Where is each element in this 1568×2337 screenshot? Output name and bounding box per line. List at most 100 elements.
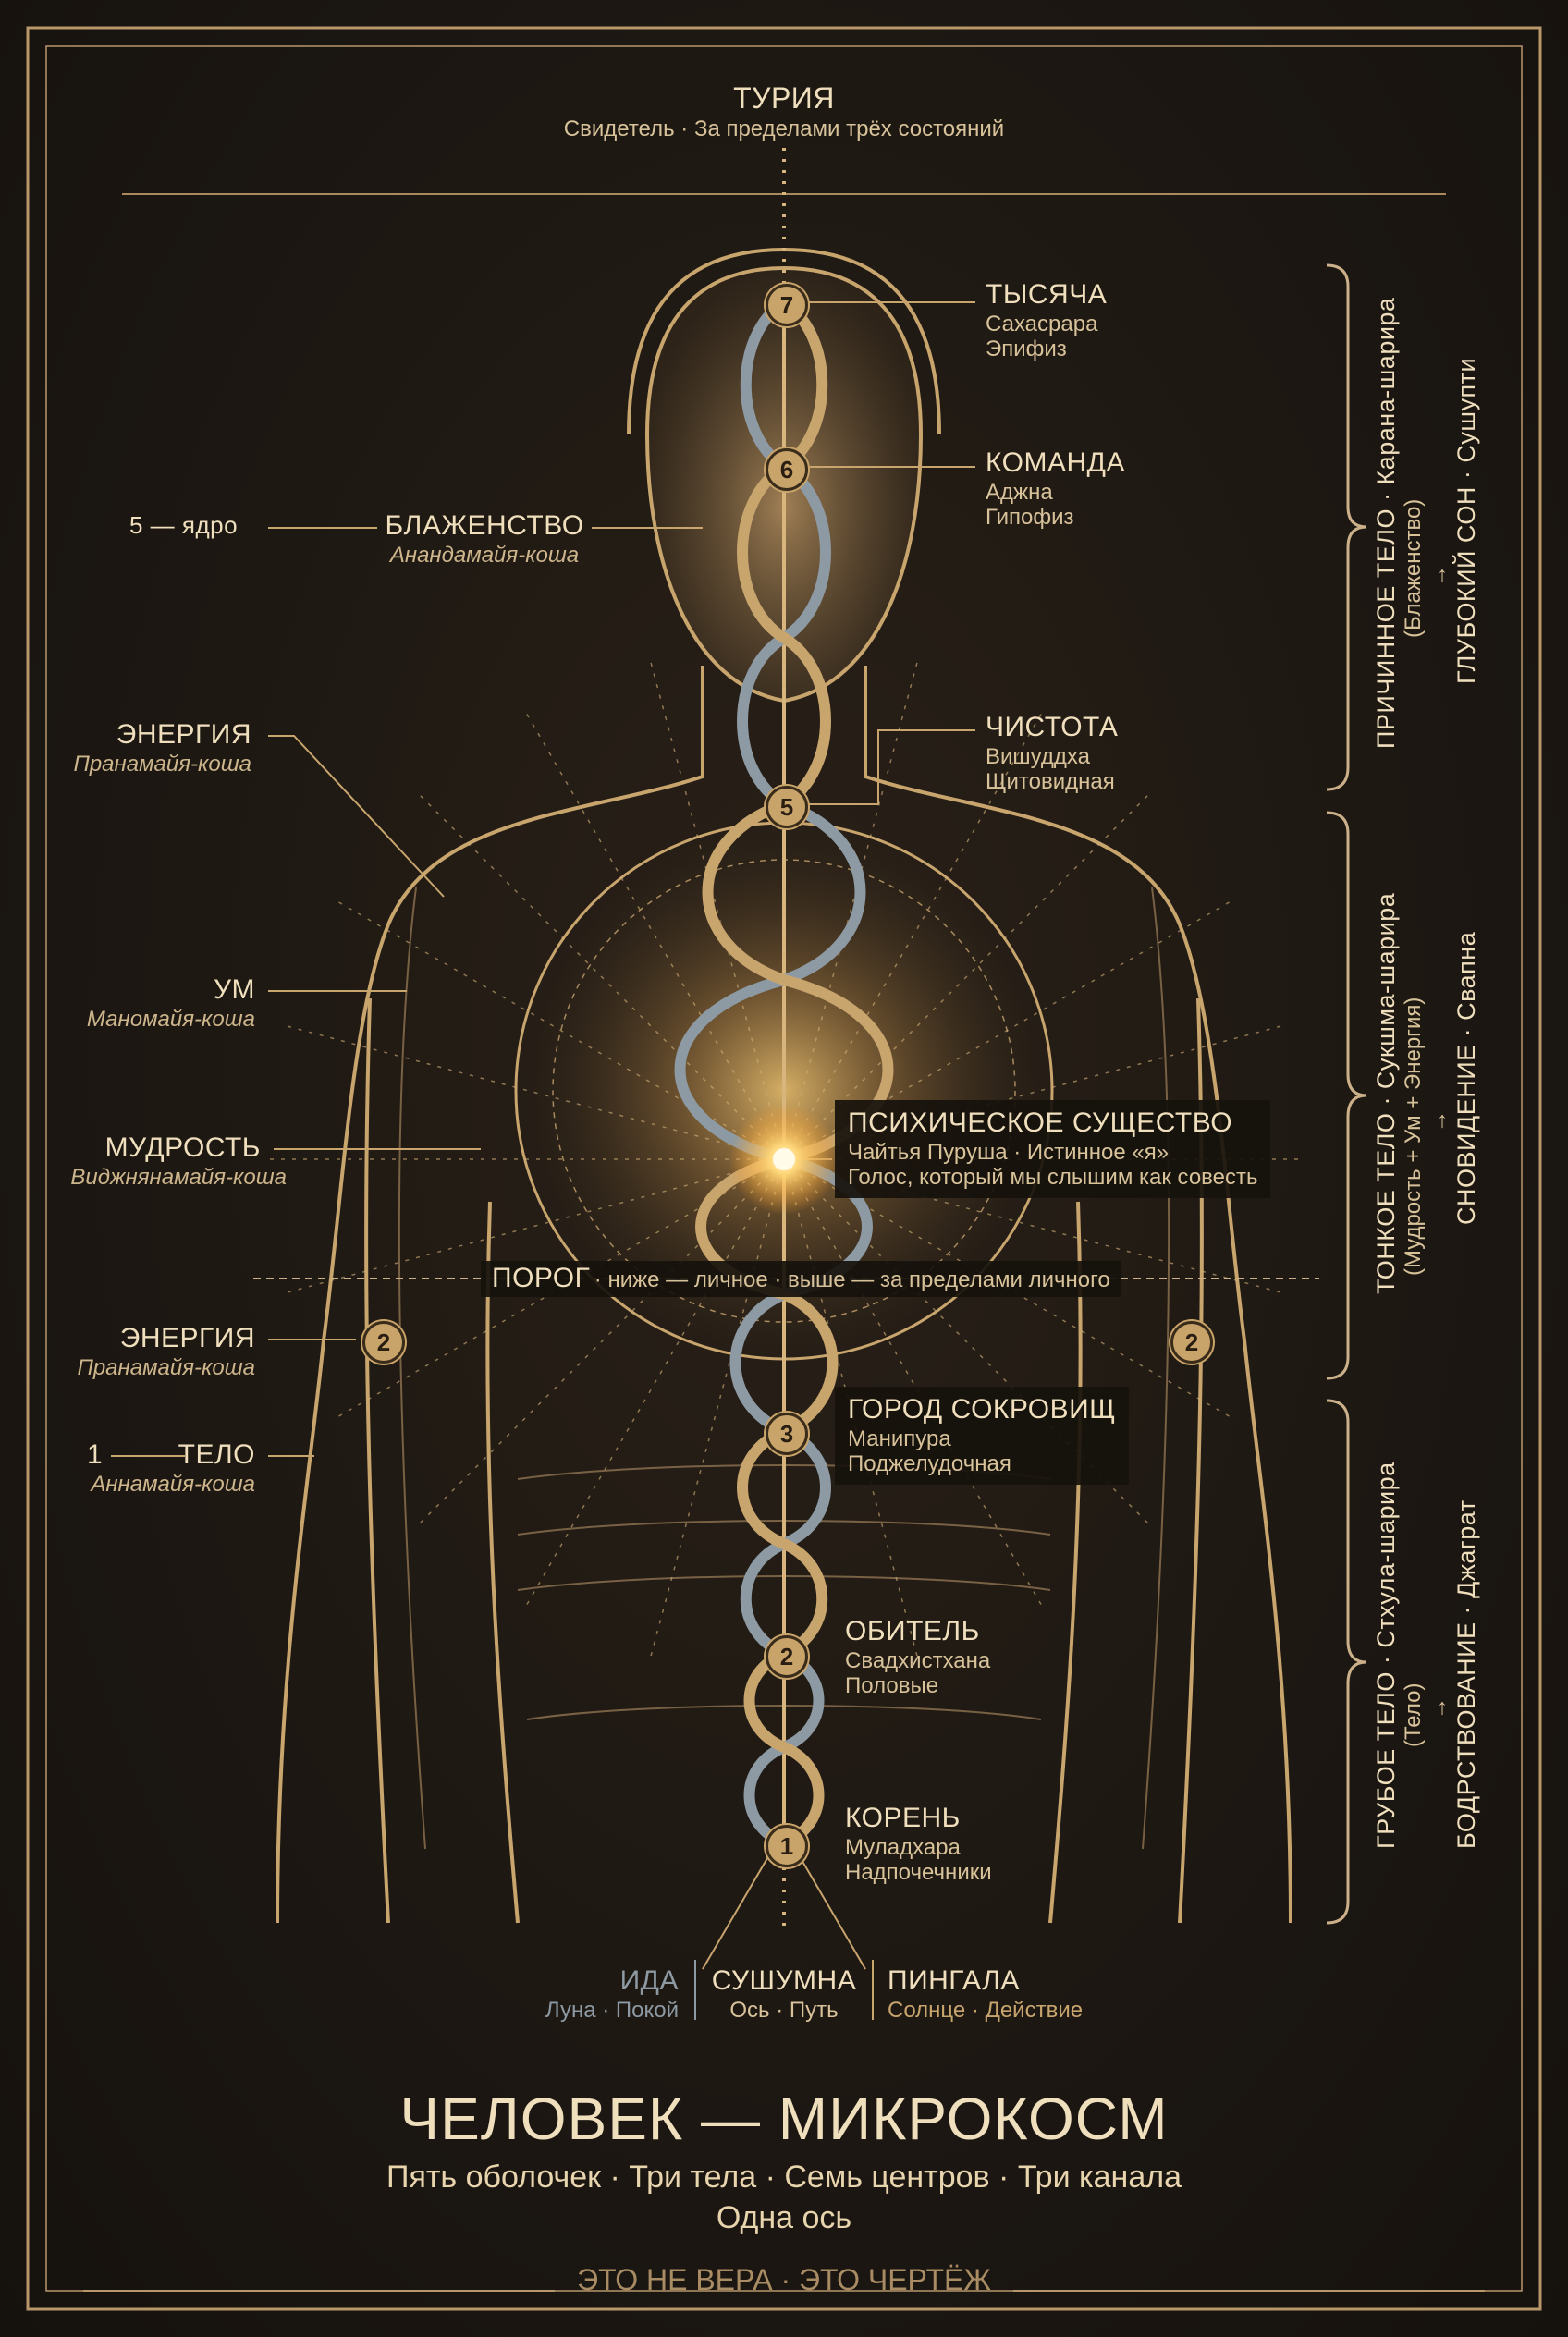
chakra-gland: Поджелудочная <box>848 1451 1011 1477</box>
sheath-title: УМ <box>213 974 255 1005</box>
energy-badge-left: 2 <box>362 1321 405 1364</box>
arrow-icon: → <box>1427 1110 1452 1132</box>
psychic-being-label: ПСИХИЧЕСКОЕ СУЩЕСТВО Чайтья Пуруша · Ист… <box>835 1100 1271 1198</box>
chakra-2-badge: 2 <box>766 1635 808 1678</box>
light-ray <box>783 710 1044 1160</box>
sheath-energy-upper: ЭНЕРГИЯ Пранамайя-коша <box>73 719 251 777</box>
chakra-6-badge: 6 <box>766 448 808 491</box>
channel-name: СУШУМНА <box>711 1965 857 1996</box>
sheath-sub: Пранамайя-коша <box>77 1354 255 1380</box>
arrow-icon: → <box>1427 1697 1452 1719</box>
light-ray <box>417 792 785 1160</box>
poster-subtitle: Пять оболочек · Три тела · Семь центров … <box>386 2160 1182 2195</box>
chakra-title: ЧИСТОТА <box>986 712 1119 742</box>
sheath-title: ТЕЛО <box>178 1439 255 1470</box>
body-state: ГЛУБОКИЙ СОН · Сушупти <box>1452 357 1480 684</box>
chakra-3-badge: 3 <box>766 1413 808 1455</box>
psychic-line2: Голос, который мы слышим как совесть <box>848 1165 1258 1191</box>
sheath-sub: Пранамайя-коша <box>73 751 251 777</box>
body-note: (Блаженство) <box>1401 498 1426 638</box>
sheath-bliss: БЛАЖЕНСТВО Анандамайя-коша <box>385 510 583 568</box>
channel-name: ИДА <box>619 1965 679 1996</box>
poster-title: ЧЕЛОВЕК — МИКРОКОСМ <box>399 2086 1169 2152</box>
light-ray <box>783 658 919 1160</box>
light-ray <box>783 899 1233 1160</box>
channel-ida: ИДА Луна · Покой <box>545 1965 679 2023</box>
channel-sub: Ось · Путь <box>729 1997 839 2023</box>
sheath-sub: Маномайя-коша <box>86 1006 255 1032</box>
chakra-title: ГОРОД СОКРОВИЩ <box>848 1394 1116 1425</box>
light-ray <box>649 1158 785 1660</box>
body-state: СНОВИДЕНИЕ · Свапна <box>1452 931 1480 1225</box>
body-title: ГРУБОЕ ТЕЛО · Стхула-шарира <box>1372 1462 1400 1849</box>
body-note: (Мудрость + Ум + Энергия) <box>1401 997 1426 1276</box>
chakra-title: ОБИТЕЛЬ <box>845 1616 980 1646</box>
chakra-gland: Щитовидная <box>986 769 1115 795</box>
chakra-title: КОРЕНЬ <box>845 1803 961 1833</box>
leader-lines <box>111 301 975 2020</box>
chakra-1-label: КОРЕНЬ Муладхара Надпочечники <box>845 1803 992 1886</box>
chakra-2-label: ОБИТЕЛЬ Свадхистхана Половые <box>845 1616 990 1699</box>
chakra-gland: Эпифиз <box>986 336 1067 362</box>
chakra-sanskrit: Вишуддха <box>986 743 1090 769</box>
channel-sushumna: СУШУМНА Ось · Путь <box>712 1965 856 2023</box>
causal-body-label: ПРИЧИННОЕ ТЕЛО · Карана-шарира (Блаженст… <box>1372 298 1481 749</box>
light-ray <box>524 710 785 1160</box>
light-ray <box>783 1158 1285 1294</box>
turiya-subtitle: Свидетель · За пределами трёх состояний <box>563 116 1005 141</box>
body-number: 1 <box>87 1439 104 1470</box>
turiya-title: ТУРИЯ <box>733 81 835 115</box>
sheath-title: ЭНЕРГИЯ <box>119 1323 255 1353</box>
sheath-sub: Виджнянамайя-коша <box>70 1164 287 1190</box>
light-ray <box>783 1158 1044 1609</box>
core-label: 5 — ядро <box>129 511 239 539</box>
chakra-title: КОМАНДА <box>986 447 1125 478</box>
chakra-gland: Половые <box>845 1673 939 1699</box>
channel-sub: Луна · Покой <box>545 1997 679 2023</box>
light-ray <box>783 1024 1285 1160</box>
sheath-wisdom: МУДРОСТЬ Виджнянамайя-коша <box>70 1132 287 1190</box>
subtle-body-label: ТОНКОЕ ТЕЛО · Сукшма-шарира (Мудрость + … <box>1372 893 1481 1294</box>
chakra-sanskrit: Муладхара <box>845 1834 961 1860</box>
psychic-title: ПСИХИЧЕСКОЕ СУЩЕСТВО <box>848 1107 1233 1138</box>
poster-motto: ЭТО НЕ ВЕРА · ЭТО ЧЕРТЁЖ <box>577 2263 991 2296</box>
chakra-7-label: ТЫСЯЧА Сахасрара Эпифиз <box>986 279 1107 362</box>
chakra-title: ТЫСЯЧА <box>986 279 1108 310</box>
channel-sub: Солнце · Действие <box>888 1997 1084 2023</box>
sheath-sub: Анандамайя-коша <box>389 542 580 568</box>
chakra-6-label: КОМАНДА Аджна Гипофиз <box>986 447 1125 531</box>
chakra-sanskrit: Манипура <box>848 1425 951 1451</box>
chakra-5-label: ЧИСТОТА Вишуддха Щитовидная <box>986 712 1118 795</box>
chakra-gland: Надпочечники <box>845 1860 992 1886</box>
body-note: (Тело) <box>1401 1682 1426 1747</box>
chakra-gland: Гипофиз <box>986 505 1074 531</box>
body-braces <box>1326 263 1367 1925</box>
channel-name: ПИНГАЛА <box>888 1965 1020 1996</box>
channel-pingala: ПИНГАЛА Солнце · Действие <box>888 1965 1083 2023</box>
poster-subtitle-2: Одна ось <box>716 2200 852 2235</box>
chakra-sanskrit: Аджна <box>986 479 1053 505</box>
light-ray <box>649 658 785 1160</box>
threshold-label: ПОРОГ · ниже — личное · выше — за предел… <box>481 1261 1121 1297</box>
sheath-mind: УМ Маномайя-коша <box>87 974 255 1032</box>
chakra-5-badge: 5 <box>766 786 808 828</box>
chakra-3-label: ГОРОД СОКРОВИЩ Манипура Поджелудочная <box>835 1387 1129 1485</box>
threshold-title: ПОРОГ <box>492 1263 591 1293</box>
sheath-title: ЭНЕРГИЯ <box>116 719 251 750</box>
chakra-7-badge: 7 <box>766 284 808 326</box>
body-title: ТОНКОЕ ТЕЛО · Сукшма-шарира <box>1372 892 1400 1294</box>
sheath-title: БЛАЖЕНСТВО <box>385 510 584 541</box>
energy-badge-right: 2 <box>1170 1321 1213 1364</box>
arrow-icon: → <box>1427 565 1452 587</box>
sheath-body: ТЕЛО Аннамайя-коша <box>91 1439 255 1497</box>
sheath-title: МУДРОСТЬ <box>104 1132 261 1163</box>
light-ray <box>283 1024 785 1160</box>
light-ray <box>524 1158 785 1609</box>
sheath-sub: Аннамайя-коша <box>91 1471 255 1497</box>
body-state: БОДРСТВОВАНИЕ · Джаграт <box>1452 1499 1480 1849</box>
gross-body-label: ГРУБОЕ ТЕЛО · Стхула-шарира (Тело) → БОД… <box>1372 1462 1481 1849</box>
threshold-text: · ниже — личное · выше — за пределами ли… <box>594 1267 1110 1292</box>
body-title: ПРИЧИННОЕ ТЕЛО · Карана-шарира <box>1372 297 1400 749</box>
chakra-sanskrit: Сахасрара <box>986 311 1098 336</box>
